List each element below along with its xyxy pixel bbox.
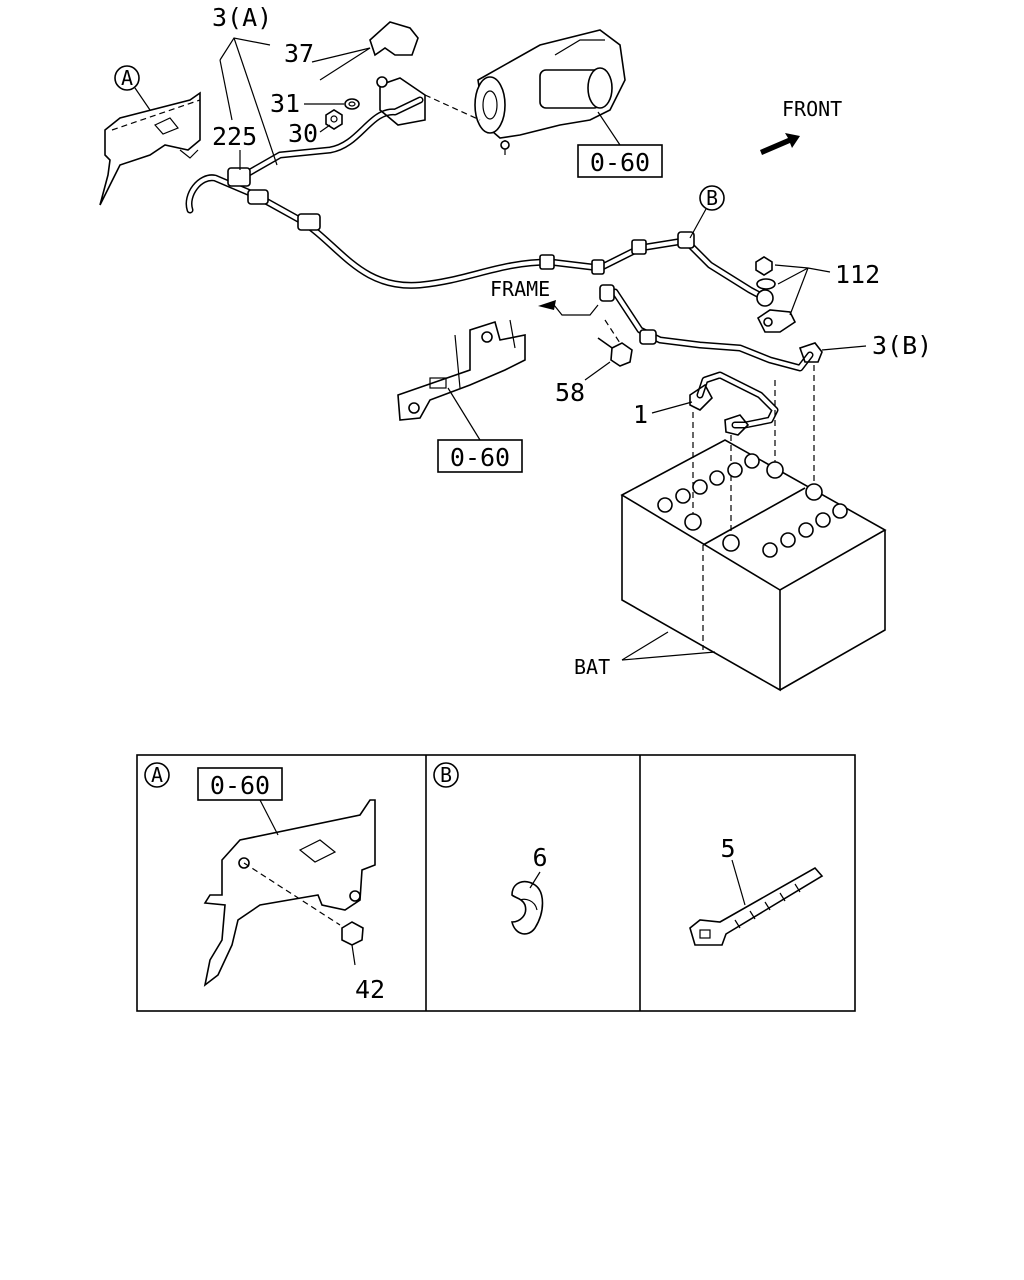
- callout-225: 225: [212, 59, 257, 170]
- ground-cable-3b: [599, 284, 823, 372]
- washer-31: [344, 98, 360, 110]
- svg-text:B: B: [706, 186, 718, 210]
- callout-112: 112: [774, 260, 880, 316]
- callout-3b: 3(B): [821, 331, 932, 360]
- svg-text:112: 112: [835, 260, 880, 289]
- bracket-a: [99, 91, 201, 206]
- frame-bracket-ref: 0-60: [437, 387, 523, 473]
- svg-text:58: 58: [555, 378, 585, 407]
- svg-text:A: A: [151, 763, 163, 787]
- svg-text:FRONT: FRONT: [782, 97, 842, 121]
- svg-text:B: B: [440, 763, 452, 787]
- callout-3a: 3(A): [212, 3, 278, 166]
- battery-pair: [620, 439, 887, 692]
- callout-1: 1: [633, 400, 693, 429]
- svg-text:FRAME: FRAME: [490, 277, 550, 301]
- callout-30: 30: [288, 119, 331, 148]
- battery-cable-1: [689, 371, 779, 436]
- nut-30: [325, 109, 343, 130]
- detail-panel-a: A 0-60 42: [144, 762, 385, 1004]
- svg-text:37: 37: [284, 39, 314, 68]
- svg-text:1: 1: [633, 400, 648, 429]
- cable-terminal-top: [376, 76, 426, 126]
- callout-37: 37: [284, 39, 371, 68]
- main-cable-3a: [185, 96, 774, 307]
- svg-text:42: 42: [355, 975, 385, 1004]
- svg-text:0-60: 0-60: [450, 443, 510, 472]
- callout-58: 58: [555, 361, 611, 407]
- svg-text:3(A): 3(A): [212, 3, 272, 32]
- svg-text:A: A: [121, 66, 133, 90]
- frame-bracket: [397, 319, 526, 421]
- detail-panel-b: B 6: [433, 762, 548, 935]
- bolt-58: [597, 319, 633, 367]
- svg-text:5: 5: [720, 834, 735, 863]
- svg-text:30: 30: [288, 119, 318, 148]
- svg-text:0-60: 0-60: [210, 771, 270, 800]
- detail-panels: [136, 754, 856, 1012]
- svg-text:BAT: BAT: [574, 655, 610, 679]
- svg-text:3(B): 3(B): [872, 331, 932, 360]
- marker-a: A: [114, 65, 151, 111]
- detail-panel-c: 5: [689, 834, 824, 946]
- part-112-hardware: [755, 256, 797, 333]
- svg-text:6: 6: [532, 843, 547, 872]
- part-37-cover: [319, 21, 419, 81]
- svg-text:225: 225: [212, 122, 257, 151]
- front-direction: FRONT: [760, 97, 842, 155]
- svg-text:0-60: 0-60: [590, 148, 650, 177]
- frame-direction: FRAME: [490, 277, 599, 316]
- starter-ref: 0-60: [577, 111, 663, 178]
- callout-bat: BAT: [574, 631, 716, 679]
- starter-motor: [424, 29, 626, 155]
- callout-31: 31: [270, 89, 344, 118]
- svg-text:31: 31: [270, 89, 300, 118]
- marker-b: B: [689, 185, 725, 239]
